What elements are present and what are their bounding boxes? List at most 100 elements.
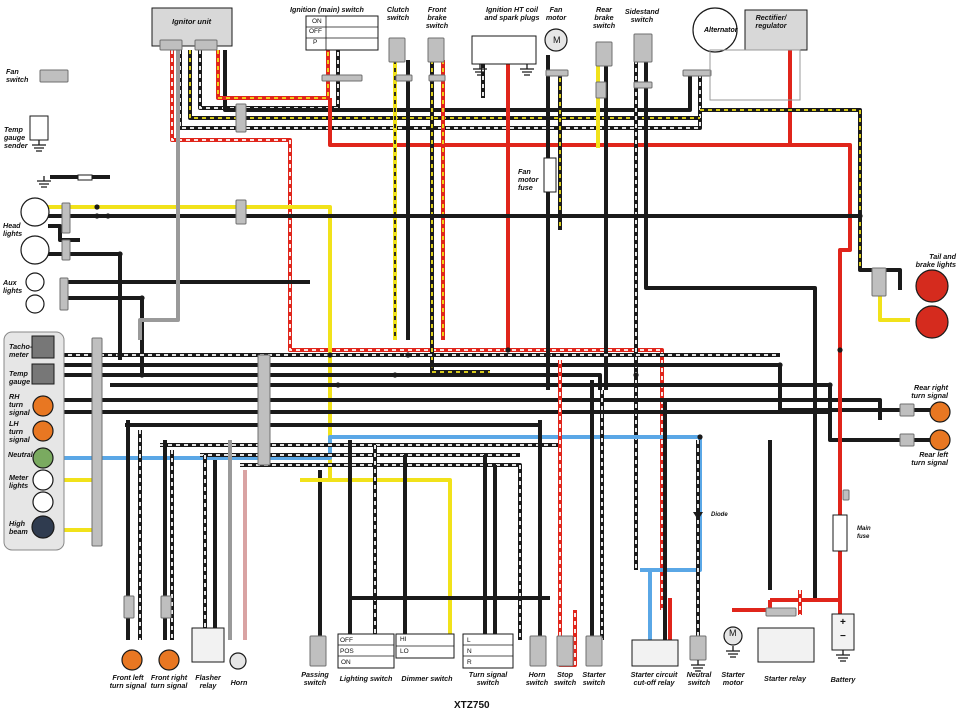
tachometer-body (31, 335, 55, 359)
junction-dot (335, 382, 341, 388)
cutoff-relay-label: Starter circuit cut-off relay (630, 670, 678, 687)
neutral-switch-label: Neutral switch (686, 670, 712, 687)
temp-gauge-label: Temp gauge (9, 369, 31, 386)
red-yellow-ign-tracer (217, 50, 329, 99)
junction-dot (117, 352, 123, 358)
junction-dot (105, 213, 111, 219)
main-fuse-clip (842, 489, 850, 501)
tachometer-label: Tacho- meter (9, 342, 33, 359)
junction-dot (117, 251, 123, 257)
stop-switch-body (556, 635, 574, 667)
rectifier-harness-box (709, 49, 801, 101)
ht-coil-box (471, 35, 537, 65)
aux-light-2-bulb (25, 294, 45, 314)
tail-light-2 (915, 305, 949, 339)
flasher-label: Flasher relay (195, 673, 221, 690)
clutch-switch-label: Clutch switch (386, 5, 410, 22)
harness-clamp-large (257, 354, 271, 466)
ign-off-text: OFF (309, 28, 322, 35)
tail-lights-label: Tail and brake lights (915, 252, 956, 269)
passing-switch-body (309, 635, 327, 667)
rear-brake-fuse (595, 81, 607, 99)
ignitor-unit-label: Ignitor unit (172, 17, 212, 26)
headlight-yellow (48, 205, 430, 482)
headlight-high-bulb (20, 197, 50, 227)
ignitor-unit-box (151, 7, 233, 47)
rh-turn-indicator (32, 395, 54, 417)
headlight-low-bulb (20, 235, 50, 265)
battery-plus: + (840, 617, 846, 628)
ignitor-gray (138, 50, 180, 340)
passing-label: Passing switch (301, 670, 329, 687)
mid-bundle-8 (240, 463, 522, 640)
starter-relay-connector (765, 607, 797, 617)
lh-turn-label: LH turn signal (9, 419, 30, 444)
diode-symbol (693, 512, 703, 520)
junction-dot (94, 213, 100, 219)
harness-top-2-tracer (189, 50, 700, 119)
starter-motor-ground (726, 646, 740, 658)
starter-relay-box (757, 627, 815, 663)
ignition-switch-label: Ignition (main) switch (290, 5, 364, 14)
lh-turn-indicator (32, 420, 54, 442)
neutral-light-label: Neutral (8, 450, 33, 459)
dim-hi-text: HI (400, 636, 407, 643)
turn-switch-box (462, 633, 514, 669)
junction-dot (392, 372, 398, 378)
turn-switch-grid (463, 644, 513, 657)
fan-motor-connector (545, 69, 569, 77)
fan-fuse-box (543, 157, 557, 193)
horn-body (229, 652, 247, 670)
junction-dot (429, 362, 435, 368)
harness-top-1-tracer (179, 50, 701, 129)
clutch-connector (395, 74, 413, 82)
alternator-circle (692, 7, 738, 53)
front-brake-connector (428, 74, 446, 82)
fan-motor-m: M (553, 35, 561, 45)
starter-motor-red (732, 600, 772, 612)
front-brake-switch-label: Front brake switch (425, 5, 449, 30)
turn-r-text: R (467, 659, 472, 666)
junction-dot (697, 434, 703, 440)
ignitor-connector-1 (159, 39, 183, 51)
neutral-switch-body (689, 635, 707, 661)
tail-light-1 (915, 269, 949, 303)
battery-label: Battery (830, 675, 856, 684)
main-fuse-box (832, 514, 848, 552)
alternator-connector (682, 69, 712, 77)
cutoff-relay-box (631, 639, 679, 667)
junction-dot (94, 204, 100, 210)
rear-left-signal (929, 429, 951, 451)
ignition-connector (321, 74, 363, 82)
rear-right-connector (899, 403, 915, 417)
harness-top-4 (223, 50, 692, 112)
ground-fuse (77, 174, 93, 181)
stop-switch-label: Stop switch (553, 670, 577, 687)
fan-motor-circle (544, 28, 568, 52)
sidestand-switch-body (633, 33, 653, 63)
turn-n-text: N (467, 648, 472, 655)
horn-switch-label: Horn switch (525, 670, 549, 687)
junction-dot (603, 362, 609, 368)
diode-label: Diode (711, 512, 728, 518)
neutral-blue (60, 435, 702, 572)
starter-motor-circle (723, 626, 743, 646)
high-beam-yellow (60, 478, 99, 532)
front-right-connector (160, 595, 172, 619)
dimmer-label: Dimmer switch (401, 674, 453, 683)
neutral-indicator (32, 447, 54, 469)
aux-lights-label: Aux lights (3, 278, 23, 295)
fan-switch-body (39, 69, 69, 83)
ignition-switch-box (305, 15, 379, 51)
fan-switch-label: Fan switch (6, 67, 29, 84)
junction-dot (139, 372, 145, 378)
temp-gauge-body (31, 363, 55, 385)
turn-l-text: L (467, 637, 471, 644)
ignitor-connector-2 (194, 39, 218, 51)
cluster-connector (91, 337, 103, 547)
starter-motor-label: Starter motor (721, 670, 745, 687)
ign-p-text: P (313, 39, 318, 46)
rear-left-label: Rear left turn signal (911, 450, 948, 467)
